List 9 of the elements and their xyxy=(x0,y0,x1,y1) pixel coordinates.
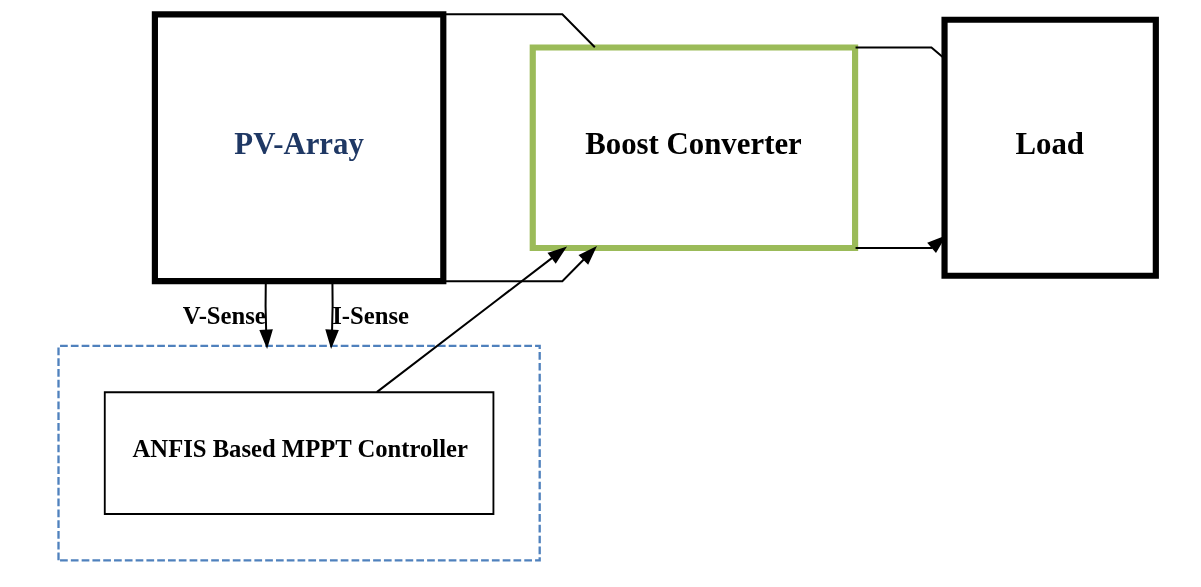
node-box: ANFIS Based MPPT Controller xyxy=(103,391,494,515)
node-box: Boost Converter xyxy=(529,44,858,252)
cluster xyxy=(56,344,541,562)
connector xyxy=(854,46,945,60)
edge-label: V-Sense xyxy=(182,301,266,329)
node-box: Load xyxy=(940,16,1159,279)
node-box: PV-Array xyxy=(151,11,446,285)
arrow xyxy=(375,246,567,394)
edge-label: I-Sense xyxy=(331,301,409,329)
